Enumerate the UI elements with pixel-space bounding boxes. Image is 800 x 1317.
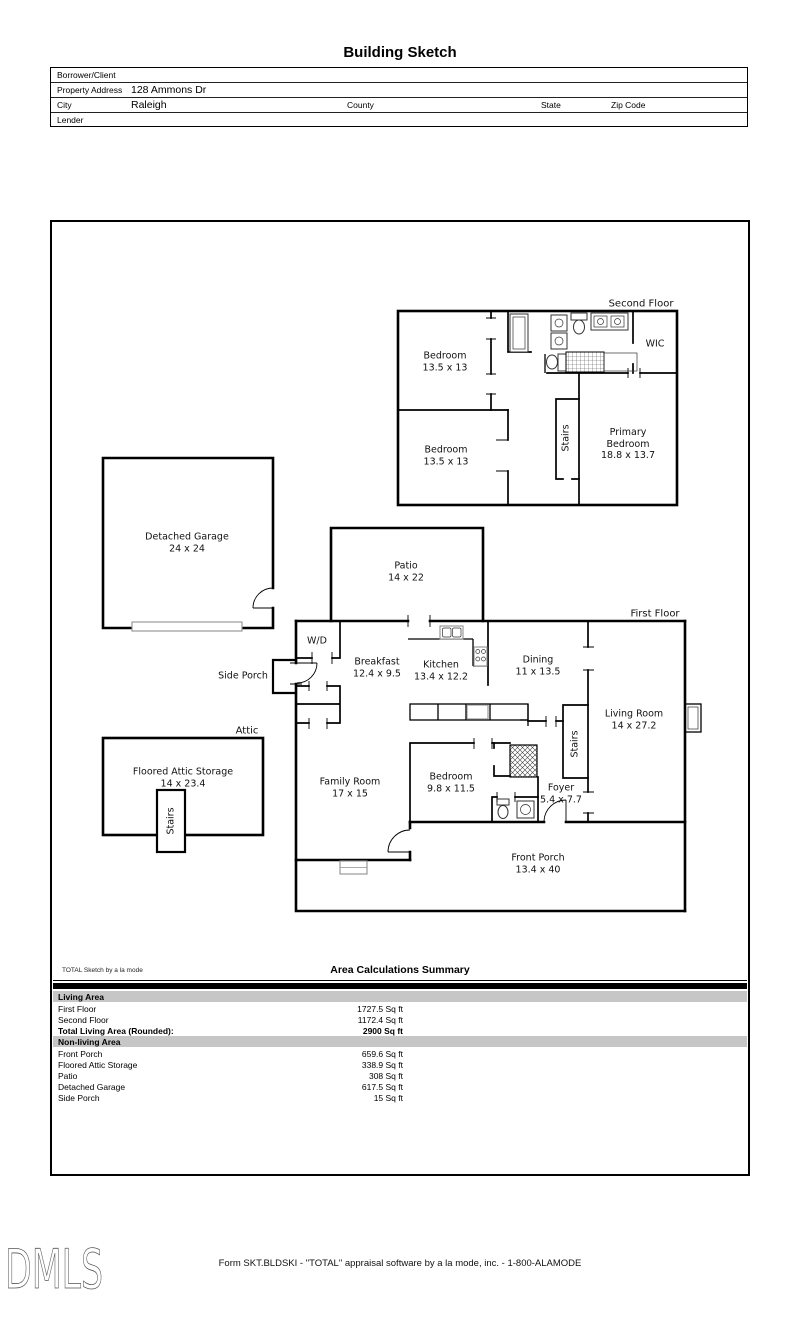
room-bedroom-2f-top: Bedroom 13.5 x 13 [422,350,468,374]
room-bedroom-1f: Bedroom 9.8 x 11.5 [427,771,475,795]
garage-door [131,621,243,632]
kitchen-sink [439,625,464,640]
side-porch-label: Side Porch [218,670,268,682]
room-dining: Dining 11 x 13.5 [515,654,561,678]
room-breakfast: Breakfast 12.4 x 9.5 [353,656,401,680]
detached-garage-plan [101,456,275,632]
summary-thin-rule [53,980,747,981]
property-address-label: Property Address [57,85,123,95]
dmls-logo: DMLS [5,1238,104,1296]
nonliving-area-header: Non-living Area [53,1036,747,1047]
state-label: State [541,100,561,110]
room-floored-attic: Floored Attic Storage 14 x 23.4 [132,766,234,790]
attic-title: Attic [235,725,259,737]
first-floor-title: First Floor [630,608,680,620]
room-family: Family Room 17 x 15 [319,776,381,800]
row-lender: Lender [51,113,747,128]
summary-black-bar [53,983,747,989]
total-sketch-watermark: TOTAL Sketch by a la mode [62,967,143,974]
table-row: Patio 308 Sq ft [58,1071,403,1081]
page-title: Building Sketch [343,44,457,61]
row-property-address: Property Address 128 Ammons Dr [51,83,747,98]
room-patio: Patio 14 x 22 [388,560,424,584]
form-footer-line: Form SKT.BLDSKI - "TOTAL" appraisal soft… [218,1258,582,1269]
second-floor-title: Second Floor [608,298,674,310]
summary-title: Area Calculations Summary [330,964,470,976]
dishwasher [466,704,489,720]
room-living: Living Room 14 x 27.2 [604,708,664,732]
borrower-label: Borrower/Client [57,70,116,80]
room-wd: W/D [307,635,327,647]
property-info-table: Borrower/Client Property Address 128 Amm… [50,67,748,127]
room-bedroom-2f-bottom: Bedroom 13.5 x 13 [423,444,469,468]
room-wic: WIC [645,338,665,350]
lender-label: Lender [57,115,84,125]
patio-plan [329,526,485,623]
room-detached-garage: Detached Garage 24 x 24 [145,531,229,555]
table-row: Side Porch 15 Sq ft [58,1093,403,1103]
table-row: Floored Attic Storage 338.9 Sq ft [58,1060,403,1070]
room-stairs-2f: Stairs [560,424,572,452]
sketch-outer-box [50,220,750,1176]
total-living-area-row: Total Living Area (Rounded): 2900 Sq ft [58,1026,403,1036]
table-row: Front Porch 659.6 Sq ft [58,1049,403,1059]
attic-plan [101,736,265,854]
room-stairs-attic: Stairs [165,807,177,835]
side-porch-plan [271,658,318,695]
first-floor-plan [290,615,702,913]
city-label: City [57,100,72,110]
room-foyer: Foyer 5.4 x 7.7 [540,782,582,806]
zip-code-label: Zip Code [611,100,646,110]
city-value: Raleigh [131,99,167,111]
county-label: County [347,100,374,110]
living-area-header: Living Area [53,991,747,1002]
second-floor-plan [396,309,679,507]
table-row: Detached Garage 617.5 Sq ft [58,1082,403,1092]
attic-stairs-box [155,788,187,854]
room-kitchen: Kitchen 13.4 x 12.2 [414,659,468,683]
property-address-value: 128 Ammons Dr [131,84,207,96]
row-city-county-state-zip: City Raleigh County State Zip Code [51,98,747,113]
room-front-porch: Front Porch 13.4 x 40 [511,852,565,876]
chimney [509,744,538,778]
svg-text:DMLS: DMLS [5,1238,103,1296]
row-borrower: Borrower/Client [51,68,747,83]
room-primary-bedroom: Primary Bedroom 18.8 x 13.7 [601,426,655,461]
room-stairs-1f: Stairs [569,730,581,758]
table-row: Second Floor 1172.4 Sq ft [58,1015,403,1025]
floor-plan-sketch [101,309,702,913]
table-row: First Floor 1727.5 Sq ft [58,1004,403,1014]
fireplace [684,703,702,733]
